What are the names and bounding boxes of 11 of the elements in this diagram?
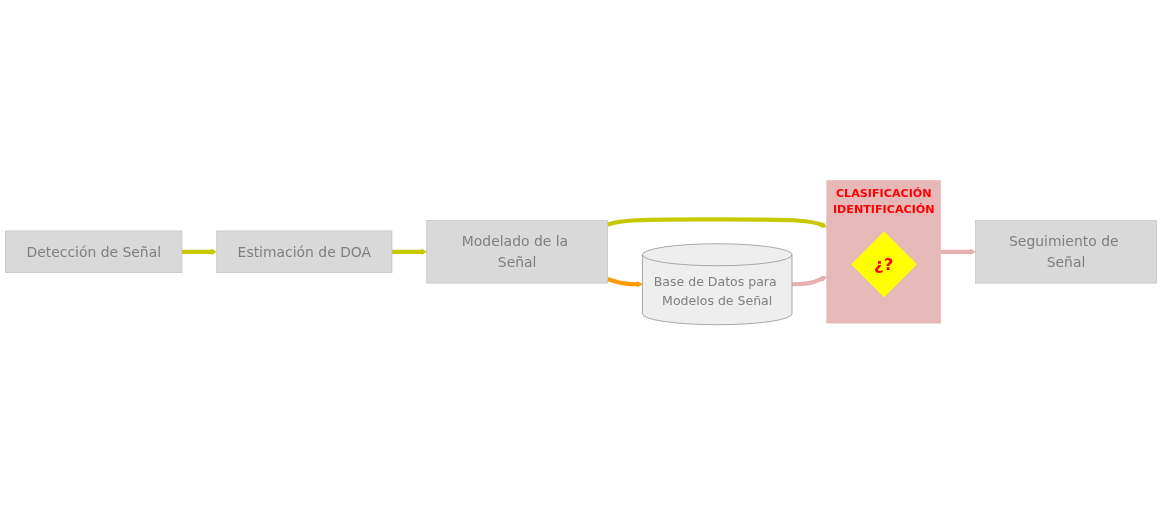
node-box: Seguimiento de Señal (975, 220, 1157, 284)
arrow (391, 249, 427, 256)
arrow (181, 249, 217, 256)
arrow (940, 249, 976, 256)
node-box: Detección de Señal (5, 230, 183, 274)
arrow (792, 276, 828, 287)
arrow (607, 277, 643, 288)
arrow (607, 217, 828, 229)
node-diamond: ¿? (851, 231, 918, 298)
node-box: Estimación de DOA (216, 230, 393, 274)
node-box: Modelado de la Señal (426, 220, 608, 284)
